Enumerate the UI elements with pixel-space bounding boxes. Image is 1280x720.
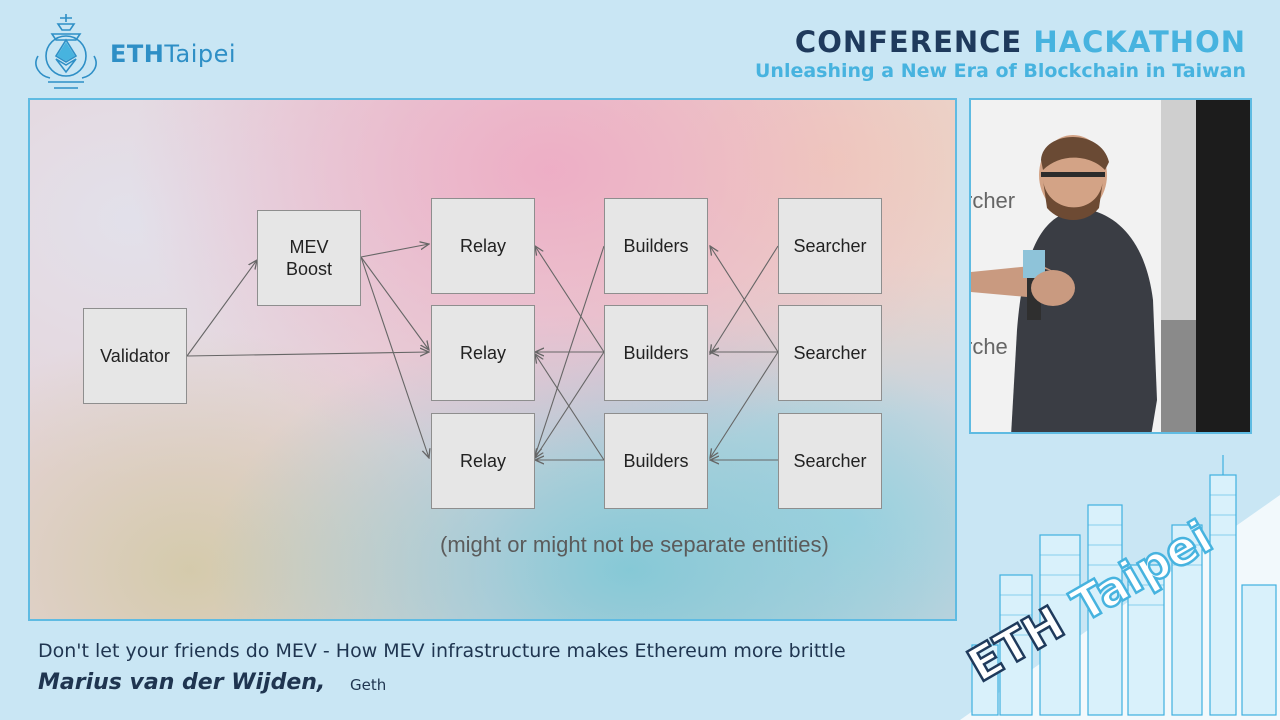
- brand-eth: ETH: [110, 40, 165, 68]
- relay-node-3: Relay: [431, 413, 535, 509]
- searcher-node-3: Searcher: [778, 413, 882, 509]
- eth-taipei-logo-icon: [35, 14, 97, 89]
- speaker-name: Marius van der Wijden,: [38, 670, 326, 695]
- searcher-label: Searcher: [793, 451, 867, 471]
- builders-node-3: Builders: [604, 413, 708, 509]
- relay-node-2: Relay: [431, 305, 535, 401]
- speaker-organization: Geth: [350, 676, 387, 694]
- speaker-video-image: rcher rche: [971, 100, 1250, 432]
- relay-label: Relay: [459, 451, 507, 471]
- validator-label: Validator: [100, 346, 170, 366]
- mev-label-line2: Boost: [285, 259, 333, 279]
- conference-word: CONFERENCE: [794, 25, 1023, 59]
- speaker-beard: [1043, 180, 1103, 220]
- builders-node-1: Builders: [604, 198, 708, 294]
- talk-title: Don't let your friends do MEV - How MEV …: [38, 640, 846, 662]
- searcher-label: Searcher: [793, 236, 867, 256]
- searcher-node-2: Searcher: [778, 305, 882, 401]
- relay-label: Relay: [459, 236, 507, 256]
- mev-label-line1: MEV: [289, 237, 329, 257]
- builders-node-2: Builders: [604, 305, 708, 401]
- mev-flow-arrows: [186, 100, 779, 621]
- relay-label: Relay: [459, 343, 507, 363]
- slide-note: (might or might not be separate entities…: [440, 532, 829, 557]
- conference-title: CONFERENCE HACKATHON: [795, 24, 1246, 60]
- speaker-body: [1011, 210, 1157, 432]
- searcher-node-1: Searcher: [778, 198, 882, 294]
- speaker-camera-feed: rcher rche: [969, 98, 1252, 434]
- hackathon-word: HACKATHON: [1033, 25, 1246, 59]
- builders-label: Builders: [623, 343, 689, 363]
- brand-wordmark: ETHTaipei: [110, 40, 236, 68]
- brand-taipei: Taipei: [164, 40, 237, 68]
- taipei-skyline-illustration: ETH Taipei: [960, 455, 1280, 720]
- builders-label: Builders: [623, 451, 689, 471]
- validator-node: Validator: [83, 308, 187, 404]
- background-text-1: rcher: [971, 188, 1015, 213]
- background-text-2: rche: [971, 334, 1008, 359]
- relay-node-1: Relay: [431, 198, 535, 294]
- searcher-label: Searcher: [793, 343, 867, 363]
- builders-label: Builders: [623, 236, 689, 256]
- conference-subtitle: Unleashing a New Era of Blockchain in Ta…: [755, 60, 1246, 82]
